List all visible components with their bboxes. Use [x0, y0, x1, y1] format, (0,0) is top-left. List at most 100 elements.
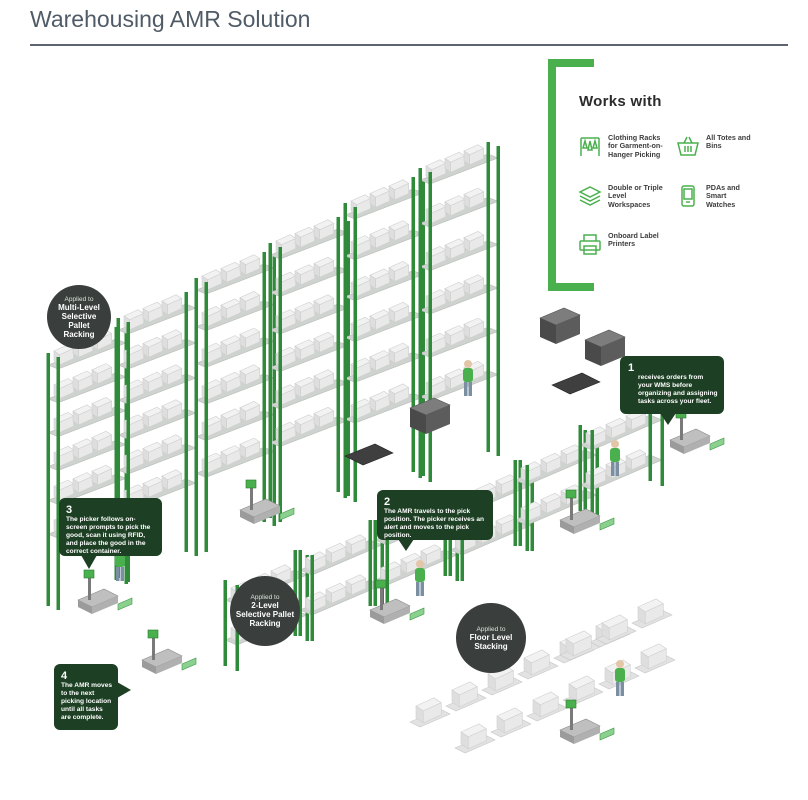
- rack-box-front: [245, 368, 260, 386]
- floor-box-front: [467, 728, 487, 750]
- step-number: 2: [384, 496, 391, 508]
- printer-icon: [579, 234, 601, 255]
- rack-box-front: [469, 321, 484, 339]
- rack-box-front: [97, 434, 112, 452]
- rack-box-front: [450, 285, 465, 303]
- low-rack-upright: [310, 555, 314, 641]
- amr-robot-screen: [147, 629, 159, 639]
- picker-leg: [611, 462, 615, 476]
- rack-box-front: [375, 394, 390, 412]
- rack-box-front: [394, 346, 409, 364]
- clothing-rack-icon: [580, 137, 600, 156]
- picker-leg: [416, 582, 420, 596]
- amr-robot-screen: [565, 699, 577, 709]
- low-rack-box-front: [351, 578, 366, 596]
- rack-box-front: [78, 475, 93, 494]
- amr-robot-front: [574, 516, 600, 534]
- rack-box-front: [375, 231, 390, 249]
- step-number: 3: [66, 504, 73, 516]
- amr-robot-side: [370, 610, 384, 624]
- rack-box-front: [245, 441, 260, 459]
- low-rack-box-front: [351, 538, 366, 556]
- picker-leg: [615, 462, 619, 476]
- low-rack-upright: [518, 460, 522, 546]
- amr-robot-screen: [245, 479, 257, 489]
- rack-upright: [116, 318, 120, 578]
- page-title: Warehousing AMR Solution: [30, 6, 311, 32]
- rack-box-front: [245, 258, 260, 276]
- picker-leg: [464, 382, 468, 396]
- rack-box-front: [148, 375, 163, 393]
- low-rack-box-front: [631, 413, 646, 431]
- rack-box-front: [450, 155, 465, 173]
- rack-box-front: [226, 265, 241, 283]
- rack-upright: [114, 327, 118, 580]
- picker-torso: [115, 553, 125, 567]
- rack-box-front: [300, 418, 315, 436]
- amr-robot-front: [156, 656, 182, 674]
- rack-upright: [184, 292, 188, 552]
- step-1-callout: 1 receives orders from your WMS before o…: [620, 356, 724, 414]
- badge-two-level-racking: Applied to 2-Level Selective Pallet Rack…: [230, 576, 300, 646]
- rack-box-front: [226, 302, 241, 320]
- low-rack-upright: [223, 580, 227, 666]
- works-with-label: Clothing Racks for Garment-on-Hanger Pic…: [608, 133, 663, 159]
- rack-box-front: [78, 442, 93, 460]
- picker-leg: [120, 567, 124, 581]
- amr-robot-glow: [409, 607, 425, 621]
- low-rack-upright: [590, 430, 594, 516]
- rack-box-front: [226, 338, 241, 357]
- rack-box-front: [148, 445, 163, 463]
- badge-floor-level-stacking: Applied to Floor Level Stacking: [456, 603, 526, 673]
- title-divider: [30, 44, 788, 46]
- rack-upright: [278, 247, 282, 522]
- rack-upright: [353, 207, 357, 502]
- rack-box-front: [245, 404, 260, 422]
- amr-robot-mast: [250, 486, 253, 510]
- step-text: The AMR moves to the next picking locati…: [61, 682, 113, 721]
- step-number: 1: [628, 362, 635, 374]
- rack-upright: [421, 181, 425, 476]
- rack-box-front: [226, 375, 241, 393]
- rack-box-front: [450, 328, 465, 347]
- rack-box-front: [148, 305, 163, 323]
- rack-box-front: [394, 264, 409, 282]
- rack-upright: [56, 357, 60, 610]
- rack-box-front: [394, 183, 409, 201]
- works-with-item-clothing-racks: Clothing Racks for Garment-on-Hanger Pic…: [578, 133, 670, 159]
- amr-robot-side: [560, 520, 574, 534]
- badge-caption: Applied to: [64, 295, 94, 303]
- rack-upright: [194, 278, 198, 548]
- tote-basket-icon: [677, 136, 699, 156]
- rack-box-front: [469, 191, 484, 209]
- amr-robot-glow: [599, 727, 615, 741]
- badge-label: Floor Level Stacking: [469, 632, 513, 651]
- low-rack-upright: [648, 395, 652, 481]
- floor-box-front: [644, 603, 664, 625]
- badge-multi-level-racking: Applied to Multi-Level Selective Pallet …: [47, 285, 111, 349]
- step-3-callout: 3 The picker follows on-screen prompts t…: [59, 498, 162, 556]
- badge-label: 2-Level Selective Pallet Racking: [235, 601, 295, 628]
- floor-box-front: [572, 635, 592, 657]
- step-2-callout: 2 The AMR travels to the pick position. …: [377, 490, 493, 540]
- rack-upright: [343, 203, 347, 498]
- step-2-callout-tail: [398, 539, 414, 551]
- works-with-title: Works with: [579, 93, 662, 110]
- low-rack-upright: [368, 520, 372, 606]
- works-with-item-workspaces: Double or Triple Level Workspaces: [578, 183, 670, 209]
- low-rack-upright: [513, 460, 517, 546]
- floor-box-front: [608, 619, 628, 641]
- floor-box-front: [647, 648, 667, 670]
- rack-box-front: [226, 448, 241, 467]
- layers-icon: [578, 186, 602, 206]
- amr-robot-mast: [380, 586, 383, 610]
- workstation-side: [540, 318, 556, 344]
- workstation-front: [601, 337, 625, 366]
- picker-leg: [116, 567, 120, 581]
- rack-box-front: [300, 380, 315, 398]
- amr-robot-mast: [680, 416, 683, 440]
- picker-leg: [468, 382, 472, 396]
- amr-robot-glow: [279, 507, 295, 521]
- rack-box-front: [394, 387, 409, 405]
